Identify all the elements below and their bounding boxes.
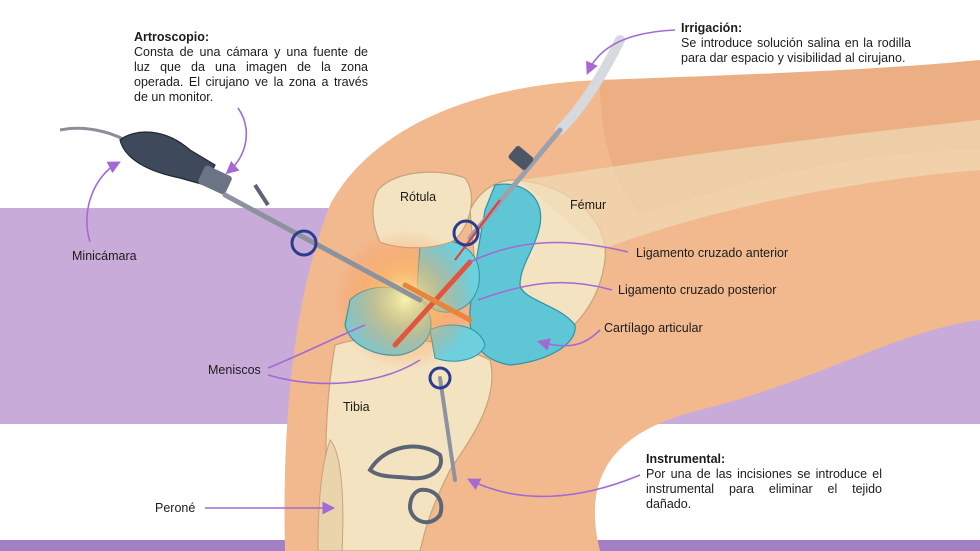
pointer-irrigacion: [586, 29, 676, 75]
portal-ring-arthroscope: [290, 229, 318, 257]
pointer-lcp: [477, 281, 613, 301]
pointer-cartilago: [536, 329, 601, 351]
instrument-shaft: [438, 376, 457, 482]
light-glow: [335, 230, 475, 370]
irrigation-tube: [555, 35, 625, 135]
pointer-meniscos-a: [267, 324, 366, 369]
label-cartilago: Cartílago articular: [604, 321, 703, 335]
arthroscope-shaft: [222, 192, 423, 303]
arthroscope-valve: [253, 183, 270, 207]
portal-ring-irrigation: [452, 219, 480, 247]
pointer-lca: [469, 241, 629, 263]
camera-coupler: [198, 165, 232, 195]
note-instrumental: Instrumental: Por una de las incisiones …: [646, 452, 882, 512]
label-femur: Fémur: [570, 198, 607, 212]
note-instrumental-title: Instrumental:: [646, 452, 726, 466]
irrigation-hub: [508, 146, 534, 170]
portal-ring-instrument: [428, 366, 452, 390]
label-perone: Peroné: [155, 501, 196, 515]
label-lca: Ligamento cruzado anterior: [636, 246, 789, 260]
note-irrigacion-text: Se introduce solución salina en la rodil…: [681, 36, 911, 65]
label-tibia: Tibia: [343, 400, 370, 414]
camera-cable: [59, 126, 126, 142]
label-lcp: Ligamento cruzado posterior: [618, 283, 777, 297]
label-minicamara: Minicámara: [72, 249, 137, 263]
acl: [392, 259, 473, 348]
label-meniscos: Meniscos: [208, 363, 261, 377]
note-artroscopio-text: Consta de una cámara y una fuente de luz…: [134, 45, 368, 104]
minicamera-body: [119, 131, 216, 186]
note-irrigacion-title: Irrigación:: [681, 21, 743, 35]
note-artroscopio-title: Artroscopio:: [134, 30, 209, 44]
note-instrumental-text: Por una de las incisiones se introduce e…: [646, 467, 882, 511]
fibula-bone: [317, 439, 344, 551]
pcl: [402, 282, 473, 323]
label-rotula: Rótula: [400, 190, 437, 204]
note-artroscopio: Artroscopio: Consta de una cámara y una …: [134, 30, 368, 105]
pointer-meniscos-b: [267, 359, 421, 385]
pointer-artroscopio: [225, 107, 247, 175]
instrument-handle: [367, 444, 443, 481]
instrument-ring: [407, 487, 444, 525]
femur-shaft: [520, 120, 980, 250]
pointer-instrumental: [467, 474, 641, 498]
pointer-minicamara: [86, 161, 121, 243]
note-irrigacion: Irrigación: Se introduce solución salina…: [681, 21, 911, 66]
